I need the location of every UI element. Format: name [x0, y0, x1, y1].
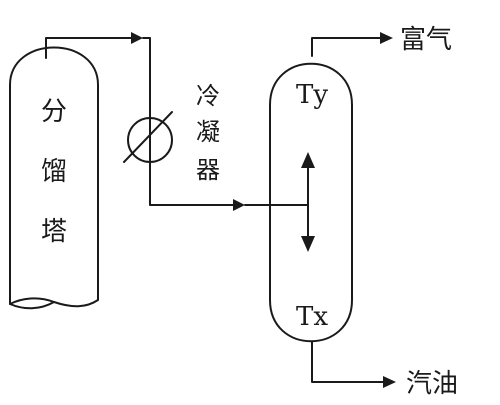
gasoline-label: 汽油	[406, 369, 458, 399]
tower-label-2: 馏	[41, 157, 67, 187]
condenser-label-2: 凝	[196, 118, 220, 146]
separator-vessel: Ty Tx	[269, 62, 353, 343]
tower-label-3: 塔	[41, 217, 67, 247]
overhead-line	[45, 32, 309, 211]
rich-gas-label: 富气	[400, 25, 452, 55]
tower-label-1: 分	[41, 97, 67, 127]
fractionation-tower: 分 馏 塔	[9, 46, 99, 310]
down-arrow-icon	[301, 236, 315, 252]
gasoline-outlet: 汽油	[311, 341, 458, 399]
condenser: 冷 凝 器	[123, 82, 220, 184]
up-arrow-icon	[301, 152, 315, 168]
condenser-label-3: 器	[196, 156, 220, 184]
condenser-label-1: 冷	[196, 82, 220, 110]
top-temperature-label: Ty	[296, 80, 328, 110]
rich-gas-outlet: 富气	[311, 25, 452, 57]
bottom-temperature-label: Tx	[296, 302, 328, 332]
